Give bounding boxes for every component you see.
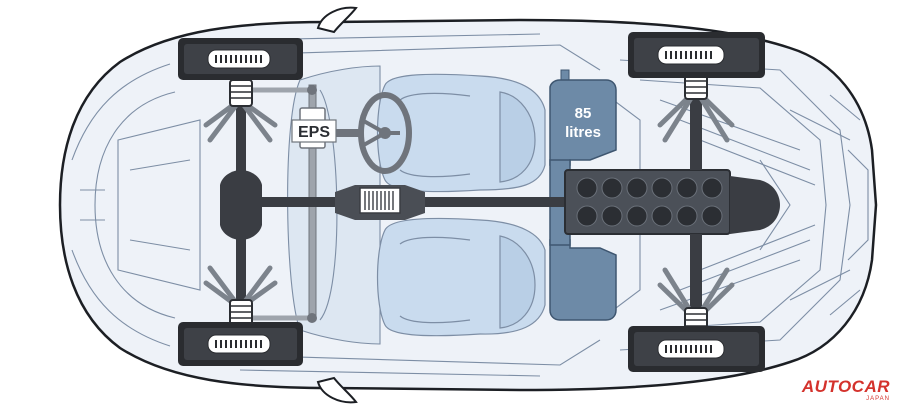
wheel-front-right	[178, 322, 303, 366]
wheel-rear-left	[628, 32, 765, 78]
fuel-capacity-unit: litres	[565, 124, 601, 141]
mirror-top	[316, 6, 358, 34]
fuel-tank: 85 litres	[549, 69, 617, 321]
drivetrain	[220, 95, 570, 300]
seat-driver	[376, 73, 546, 193]
wheel-front-left	[178, 38, 303, 80]
mirror-bottom	[316, 376, 358, 404]
steering	[322, 92, 412, 174]
seats	[376, 73, 546, 337]
autocar-japan-logo: AUTOCAR JAPAN	[802, 378, 890, 402]
eps-label-box	[291, 119, 337, 143]
steering-column	[322, 129, 362, 137]
seat-passenger	[376, 217, 546, 337]
fuel-capacity-number: 85	[575, 105, 592, 122]
coupling-unit	[359, 187, 401, 214]
engine-cylinders	[576, 177, 723, 227]
eps-label: EPS	[298, 124, 330, 141]
wheel-rear-right	[628, 326, 765, 372]
logo-main-text: AUTOCAR	[801, 377, 890, 396]
logo-sub-text: JAPAN	[866, 396, 890, 402]
